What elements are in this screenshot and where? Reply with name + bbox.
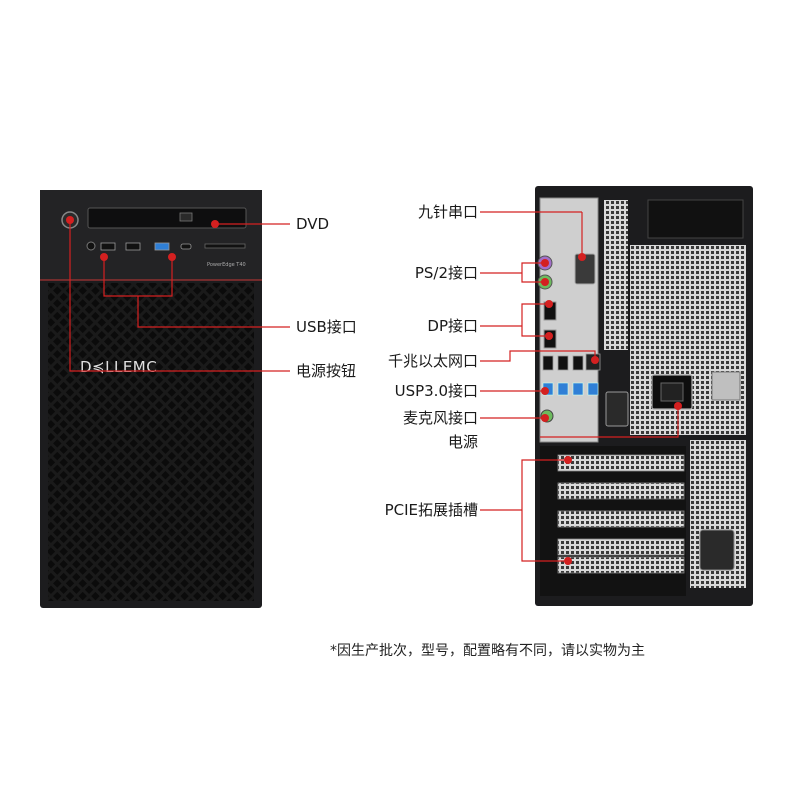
power-button-callout-dot (66, 216, 74, 224)
power-label: 电源 (447, 433, 478, 451)
usb3-callout-dot (168, 253, 176, 261)
ethernet-callout-dot (591, 356, 599, 364)
serial-port-label: 九针串口 (417, 203, 478, 221)
usb3-label: USP3.0接口 (394, 382, 478, 400)
dp-label: DP接口 (427, 317, 478, 335)
usb-label: USB接口 (296, 318, 357, 336)
server-rear-view (535, 186, 753, 606)
ethernet-label: 千兆以太网口 (387, 352, 478, 370)
model-badge: PowerEdge T40 (207, 262, 246, 268)
front-mesh-grille (48, 283, 254, 601)
front-usb-port (100, 242, 116, 251)
power-button-label: 电源按钮 (296, 362, 357, 380)
server-front-view: PowerEdge T40 D≼LLEMC (40, 190, 262, 608)
pcie-callout-dot (564, 557, 572, 565)
pcie-callout-dot (564, 456, 572, 464)
front-usb-port (125, 242, 141, 251)
dp-callout-dot (545, 300, 553, 308)
dvd-label: DVD (296, 215, 330, 233)
ps2-label: PS/2接口 (414, 264, 478, 282)
ps2-callout-dot (541, 259, 549, 267)
front-callouts (69, 220, 290, 372)
dvd-drive (87, 207, 247, 229)
pcie-slots (557, 454, 685, 574)
dellemc-logo: D≼LLEMC (80, 358, 157, 376)
front-usb3-port (154, 242, 170, 251)
dvd-callout-dot (211, 220, 219, 228)
pcie-label: PCIE拓展插槽 (384, 501, 478, 519)
usb-callout-dot (100, 253, 108, 261)
serial-port (574, 253, 596, 285)
rear-callouts (480, 211, 679, 562)
ps2-callout-dot (541, 278, 549, 286)
dp-callout-dot (545, 332, 553, 340)
mic-label: 麦克风接口 (402, 409, 478, 427)
power-callout-dot (674, 402, 682, 410)
serial-callout-dot (578, 253, 586, 261)
mic-callout-dot (541, 414, 549, 422)
usb3-callout-dot (541, 387, 549, 395)
footnote: *因生产批次，型号，配置略有不同，请以实物为主 (330, 643, 645, 659)
